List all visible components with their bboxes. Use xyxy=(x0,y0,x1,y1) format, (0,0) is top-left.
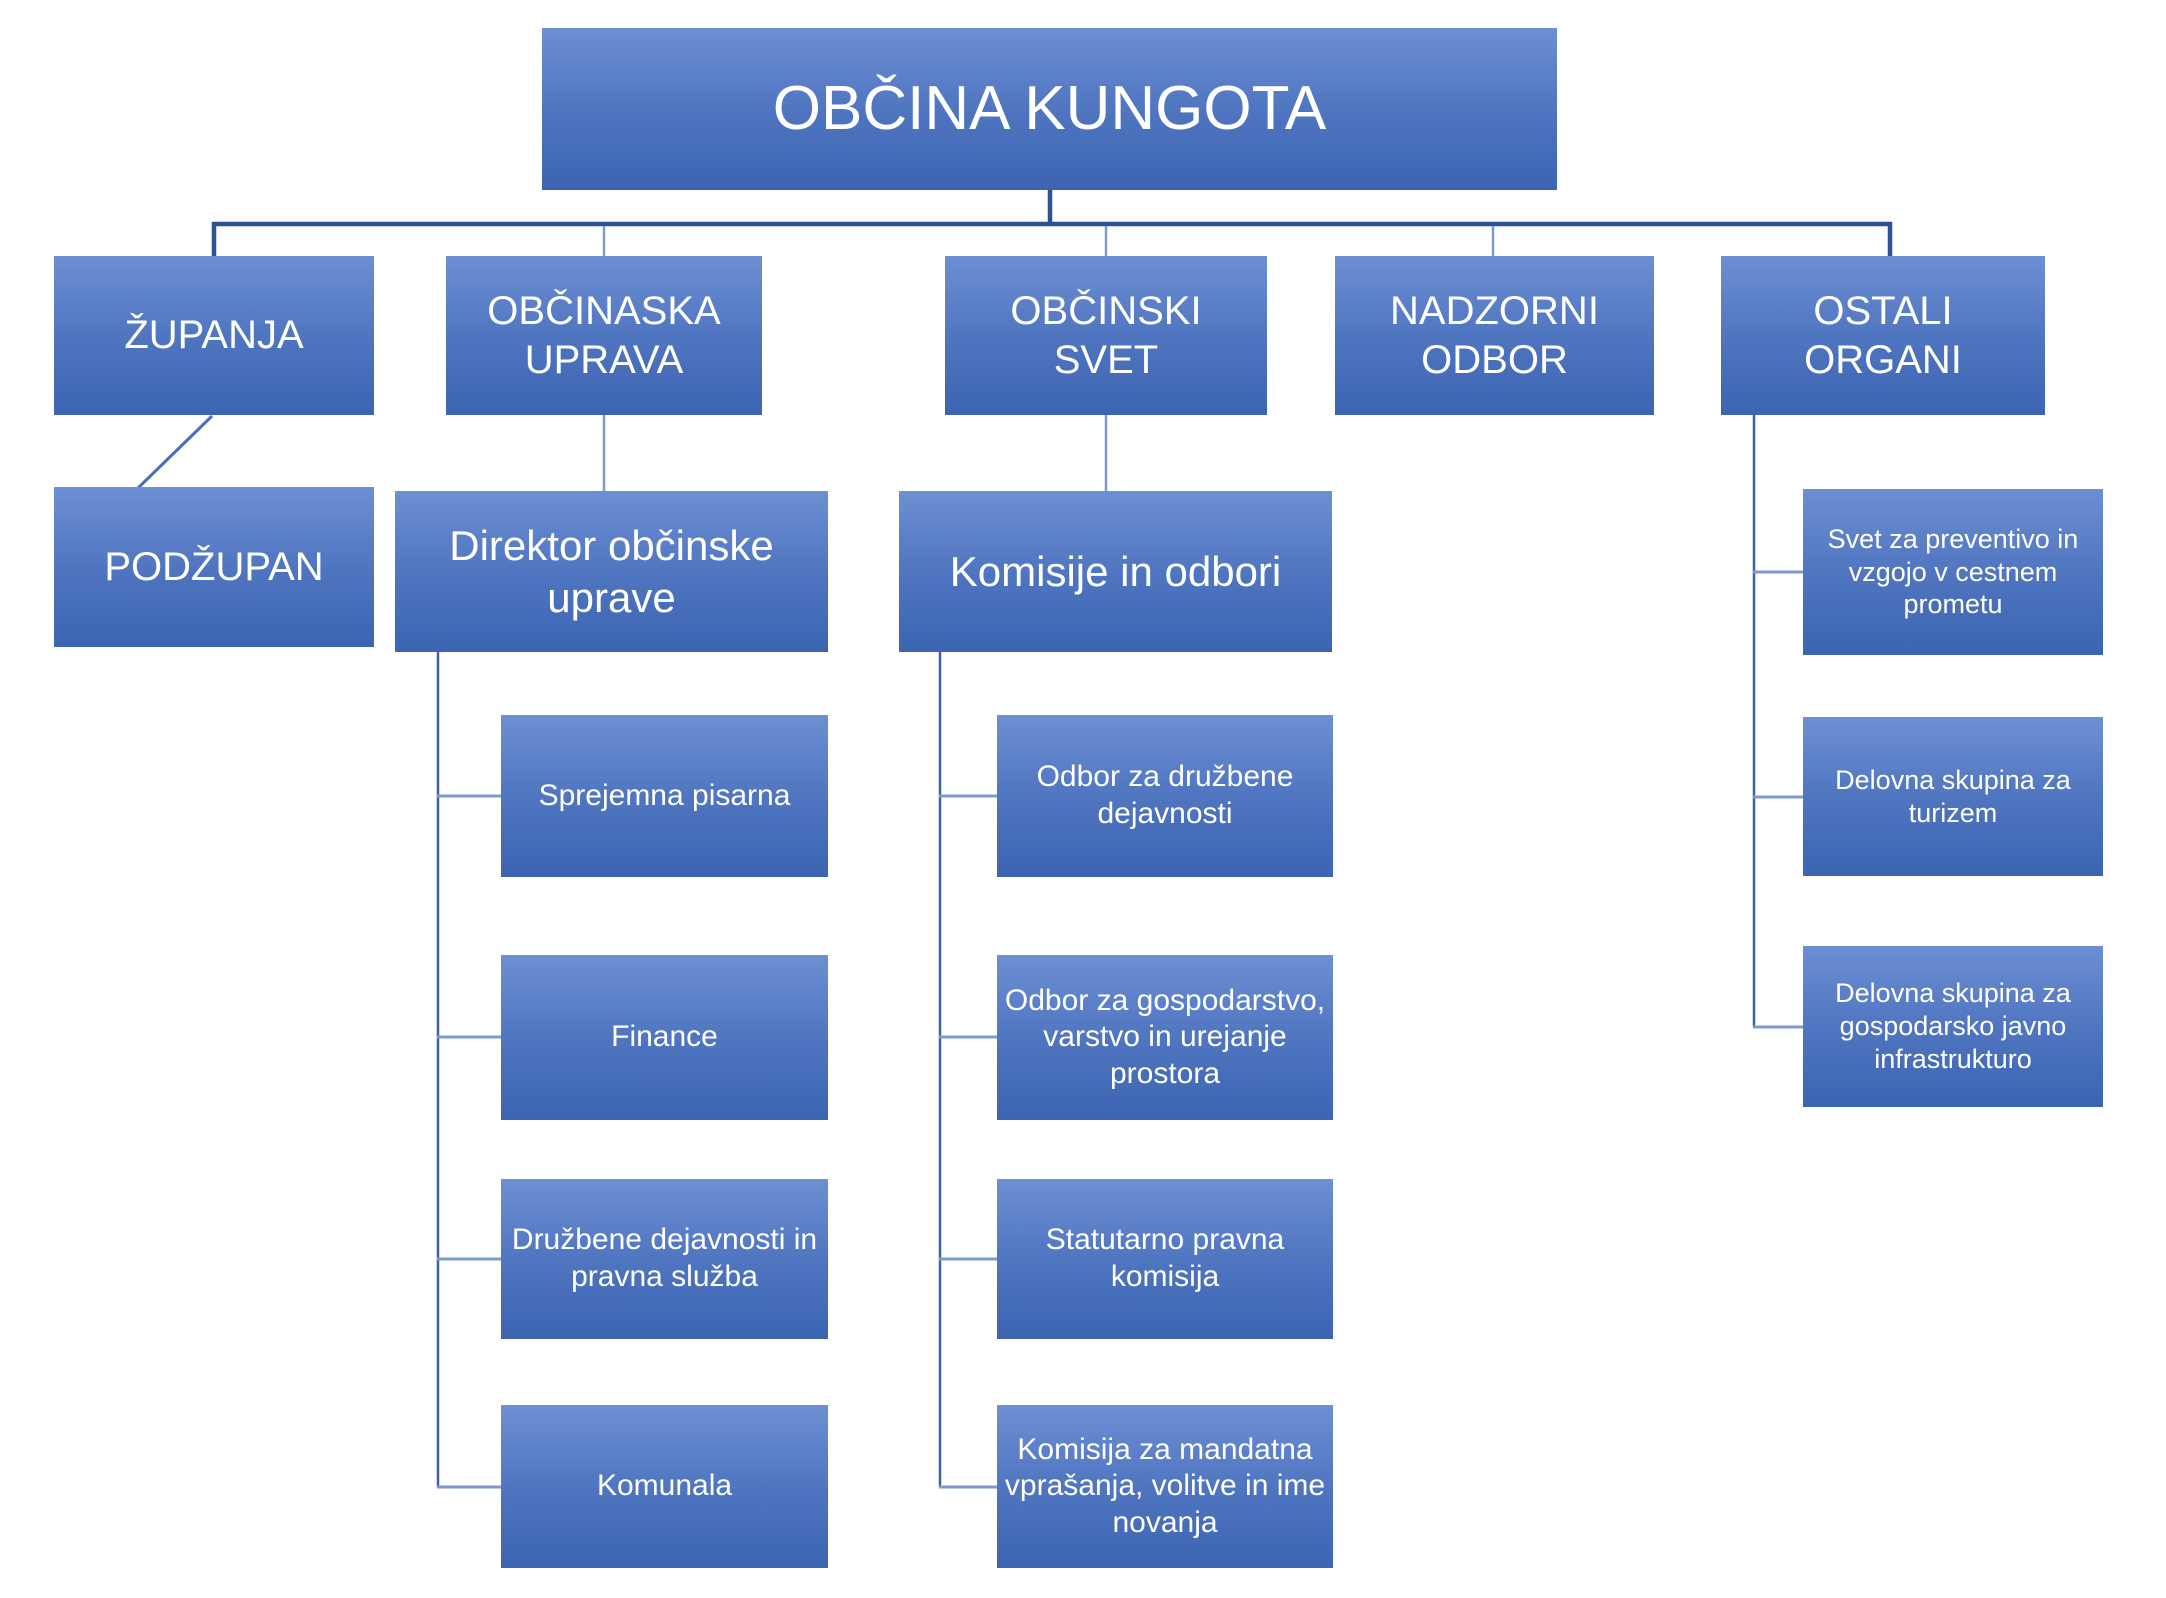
node-nadzorni-odbor: NADZORNI ODBOR xyxy=(1335,256,1654,415)
node-statutarno-pravna-komisija: Statutarno pravna komisija xyxy=(997,1179,1333,1339)
node-obcinski-svet: OBČINSKI SVET xyxy=(945,256,1267,415)
node-delovna-skupina-infrastruktura: Delovna skupina za gospodarsko javno inf… xyxy=(1803,946,2103,1107)
node-delovna-skupina-turizem: Delovna skupina za turizem xyxy=(1803,717,2103,876)
node-komisija-za-mandatna-vprasanja: Komisija za mandatna vprašanja, volitve … xyxy=(997,1405,1333,1568)
node-direktor-obcinske-uprave: Direktor občinske uprave xyxy=(395,491,828,652)
node-finance: Finance xyxy=(501,955,828,1120)
node-ostali-organi: OSTALI ORGANI xyxy=(1721,256,2045,415)
node-podzupan: PODŽUPAN xyxy=(54,487,374,647)
node-odbor-za-druzbene-dejavnosti: Odbor za družbene dejavnosti xyxy=(997,715,1333,877)
node-odbor-za-gospodarstvo: Odbor za gospodarstvo, varstvo in urejan… xyxy=(997,955,1333,1120)
node-sprejemna-pisarna: Sprejemna pisarna xyxy=(501,715,828,877)
node-druzbene-dejavnosti-pravna-sluzba: Družbene dejavnosti in pravna služba xyxy=(501,1179,828,1339)
node-svet-za-preventivo: Svet za preventivo in vzgojo v cestnem p… xyxy=(1803,489,2103,655)
node-obcinska-uprava: OBČINASKA UPRAVA xyxy=(446,256,762,415)
node-komunala: Komunala xyxy=(501,1405,828,1568)
connector-zupanja-podzupan xyxy=(135,414,214,491)
node-komisije-in-odbori: Komisije in odbori xyxy=(899,491,1332,652)
node-obcina-kungota: OBČINA KUNGOTA xyxy=(542,28,1557,190)
node-zupanja: ŽUPANJA xyxy=(54,256,374,415)
